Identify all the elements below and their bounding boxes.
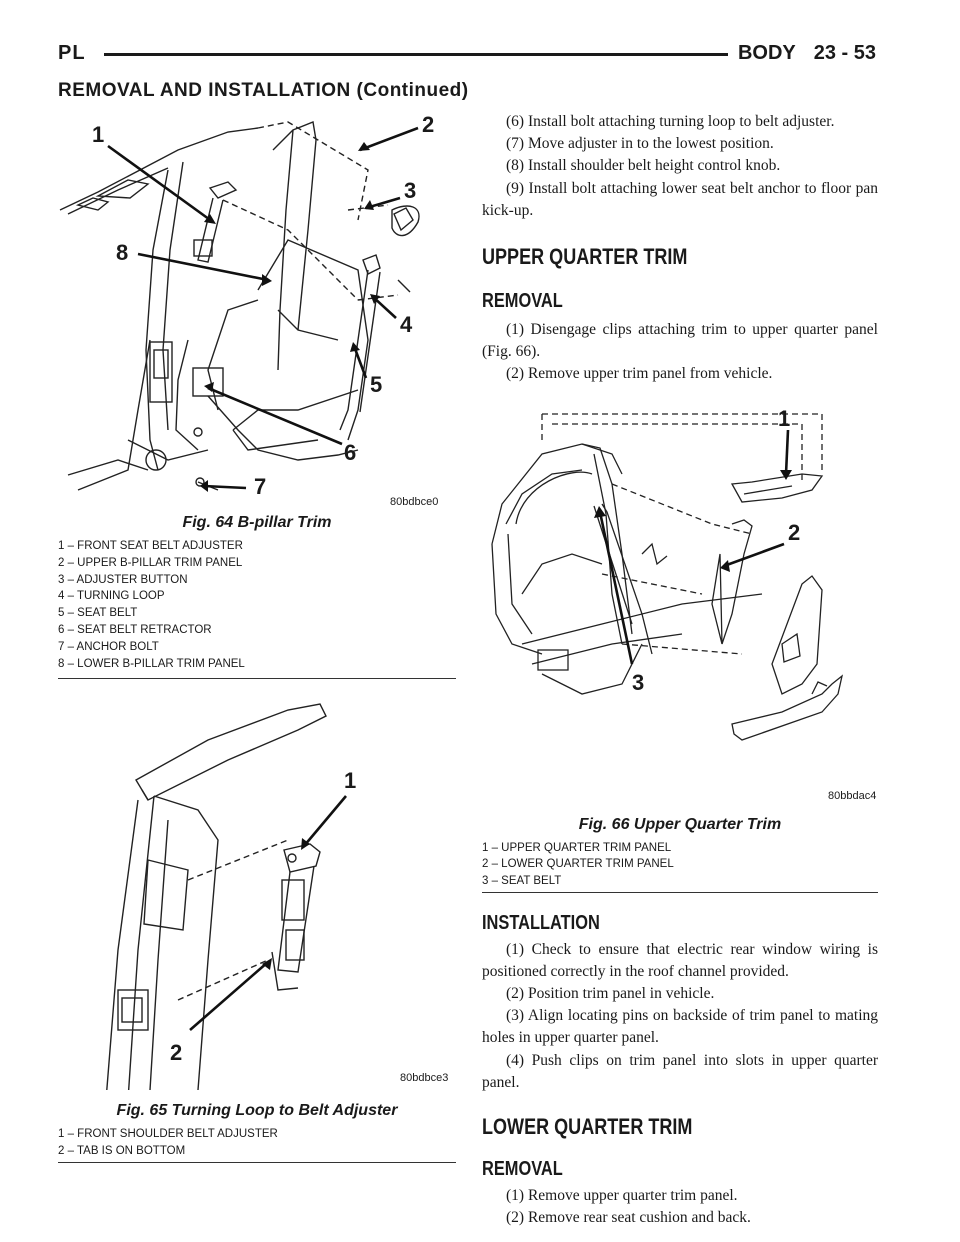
legend-item: 1 – FRONT SHOULDER BELT ADJUSTER <box>58 1128 278 1140</box>
uqt-removal-step-2: (2) Remove upper trim panel from vehicle… <box>506 365 773 383</box>
fig64-caption: Fig. 64 B-pillar Trim <box>182 514 332 531</box>
header-model-code: PL <box>58 42 86 64</box>
header-section: BODY <box>737 42 796 64</box>
legend-item: 2 – UPPER B-PILLAR TRIM PANEL <box>58 556 243 569</box>
fig64-rule <box>58 678 456 679</box>
fig64-callout-5: 5 <box>370 372 383 397</box>
fig65-code: 80bdbce3 <box>400 1072 449 1084</box>
lqt-removal-step-1: (1) Remove upper quarter trim panel. <box>506 1187 738 1205</box>
legend-item: 1 – FRONT SEAT BELT ADJUSTER <box>58 540 243 552</box>
legend-item: 6 – SEAT BELT RETRACTOR <box>58 623 212 636</box>
fig64-callout-1: 1 <box>92 122 105 147</box>
step-7: (7) Move adjuster in to the lowest posit… <box>506 135 774 153</box>
upper-quarter-trim-illustration <box>491 412 844 741</box>
header-page-number: 23 - 53 <box>813 42 876 64</box>
fig64-callout-7: 7 <box>254 474 267 499</box>
page-header: PL BODY 23 - 53 <box>58 42 876 72</box>
legend-item: 1 – UPPER QUARTER TRIM PANEL <box>482 841 672 854</box>
fig65-legend: 1 – FRONT SHOULDER BELT ADJUSTER 2 – TAB… <box>58 1126 278 1160</box>
section-title-lower-quarter-trim: LOWER QUARTER TRIM <box>482 1114 693 1140</box>
fig64-callout-3: 3 <box>404 178 417 203</box>
fig64-callout-8: 8 <box>116 240 129 265</box>
legend-item: 2 – LOWER QUARTER TRIM PANEL <box>482 858 674 871</box>
fig66-rule <box>482 891 878 893</box>
fig64-callout-4: 4 <box>400 312 413 337</box>
legend-item: 3 – ADJUSTER BUTTON <box>58 573 188 586</box>
text-column: (6) Install bolt attaching turning loop … <box>482 111 878 1229</box>
fig66-callout-1: 1 <box>778 405 791 431</box>
header-section-page: BODY 23 - 53 <box>738 42 876 65</box>
fig65-callout-2: 2 <box>170 1040 183 1065</box>
fig65-callout-1: 1 <box>344 768 357 793</box>
legend-item: 8 – LOWER B-PILLAR TRIM PANEL <box>58 657 245 670</box>
step-8: (8) Install shoulder belt height control… <box>506 157 781 175</box>
fig66-callout-3: 3 <box>632 669 645 695</box>
fig66-caption: Fig. 66 Upper Quarter Trim <box>578 815 782 833</box>
uqt-install-step-2: (2) Position trim panel in vehicle. <box>506 985 715 1003</box>
fig64-callout-2: 2 <box>422 112 435 137</box>
fig65-caption: Fig. 65 Turning Loop to Belt Adjuster <box>116 1102 398 1119</box>
legend-item: 3 – SEAT BELT <box>482 875 562 888</box>
fig66-callout-2: 2 <box>788 519 801 545</box>
legend-item: 4 – TURNING LOOP <box>58 590 165 603</box>
subsection-removal-lower: REMOVAL <box>482 1158 563 1181</box>
fig64-callout-6: 6 <box>344 440 357 465</box>
turning-loop-illustration <box>106 703 347 1090</box>
subsection-installation: INSTALLATION <box>482 911 600 934</box>
fig64-code: 80bdbce0 <box>390 496 439 508</box>
lqt-removal-step-2: (2) Remove rear seat cushion and back. <box>506 1209 751 1227</box>
legend-item: 2 – TAB IS ON BOTTOM <box>58 1144 186 1157</box>
figure-64: 1 2 3 4 5 6 7 8 80bdbce0 Fig. 64 B-pilla… <box>58 110 456 680</box>
step-9: (9) Install bolt attaching lower seat be… <box>482 179 878 219</box>
uqt-install-step-3: (3) Align locating pins on backside of t… <box>482 1007 878 1047</box>
uqt-removal-step-1: (1) Disengage clips attaching trim to up… <box>482 321 878 361</box>
b-pillar-trim-illustration <box>59 121 420 492</box>
legend-item: 5 – SEAT BELT <box>58 607 138 620</box>
uqt-install-step-4: (4) Push clips on trim panel into slots … <box>482 1051 878 1091</box>
header-rule <box>104 53 728 56</box>
fig66-code: 80bbdac4 <box>828 789 877 802</box>
fig65-rule <box>58 1162 456 1163</box>
fig64-legend: 1 – FRONT SEAT BELT ADJUSTER 2 – UPPER B… <box>58 538 245 672</box>
section-title-upper-quarter-trim: UPPER QUARTER TRIM <box>482 244 688 270</box>
figure-65: 1 2 80bdbce3 Fig. 65 Turning Loop to Bel… <box>58 700 456 1164</box>
uqt-install-step-1: (1) Check to ensure that electric rear w… <box>482 940 878 980</box>
step-6: (6) Install bolt attaching turning loop … <box>506 113 835 130</box>
fig66-legend: 1 – UPPER QUARTER TRIM PANEL 2 – LOWER Q… <box>482 840 674 890</box>
legend-item: 7 – ANCHOR BOLT <box>58 640 159 653</box>
figure-66: 1 2 3 80bbdac4 Fig. 66 Upper Quarter Tri… <box>482 394 878 893</box>
page-subheading: REMOVAL AND INSTALLATION (Continued) <box>58 80 469 101</box>
subsection-removal: REMOVAL <box>482 290 563 313</box>
